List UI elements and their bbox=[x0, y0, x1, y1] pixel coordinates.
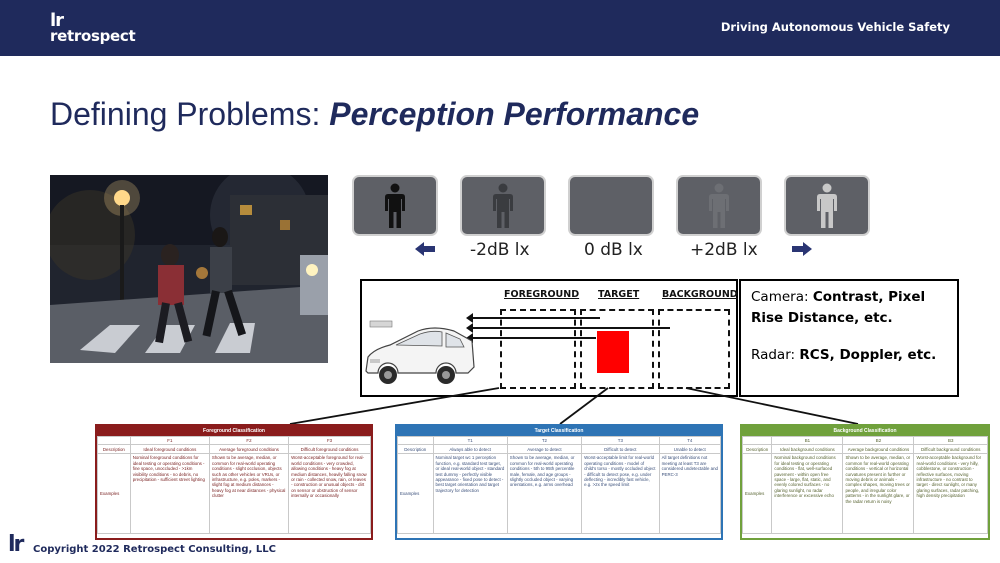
row-label: Description bbox=[397, 444, 434, 455]
footer-logo-mark: lr bbox=[8, 532, 24, 557]
row-label: Examples bbox=[397, 453, 434, 535]
target-table-title: Target Classification bbox=[397, 426, 721, 436]
pedestrian-icon bbox=[601, 183, 621, 228]
background-table-title: Background Classification bbox=[742, 426, 988, 436]
example-cell: All target definitions not meeting at le… bbox=[658, 453, 721, 535]
contrast-tile-light-figure bbox=[784, 175, 870, 236]
column-header: T3 bbox=[581, 435, 660, 446]
camera-metric-list: Contrast, Pixel Rise Distance, etc. bbox=[751, 289, 926, 326]
sensor-metrics-box: Camera: Contrast, Pixel Rise Distance, e… bbox=[739, 279, 959, 397]
target-object bbox=[597, 331, 629, 373]
contrast-tile-plus2db bbox=[676, 175, 762, 236]
description-cell: Average to detect bbox=[506, 444, 583, 455]
sensor-ray bbox=[466, 313, 600, 323]
description-cell: Difficult to detect bbox=[581, 444, 660, 455]
column-header: F1 bbox=[129, 435, 210, 446]
description-cell: Ideal foreground conditions bbox=[129, 444, 210, 455]
perception-zone-diagram: FOREGROUND TARGET BACKGROUND bbox=[360, 279, 738, 397]
arrow-right-icon bbox=[792, 242, 812, 256]
target-label: TARGET bbox=[598, 289, 640, 300]
radar-prefix: Radar: bbox=[751, 347, 800, 363]
slide-title: Defining Problems: Perception Performanc… bbox=[50, 96, 699, 133]
description-cell: Ideal background conditions bbox=[771, 444, 844, 455]
description-cell: Average foreground conditions bbox=[208, 444, 290, 455]
example-cell: Shown to be average, median, or common f… bbox=[842, 453, 915, 535]
row-label: Examples bbox=[97, 453, 131, 535]
example-cell: Nominal foreground conditions for ideal … bbox=[129, 453, 210, 535]
header-title: Driving Autonomous Vehicle Safety bbox=[720, 20, 950, 34]
slide-title-plain: Defining Problems: bbox=[50, 96, 330, 132]
contrast-tile-0db bbox=[568, 175, 654, 236]
target-zone bbox=[580, 309, 654, 389]
column-header: T2 bbox=[506, 435, 583, 446]
pedestrian-icon bbox=[817, 183, 837, 228]
copyright-notice: Copyright 2022 Retrospect Consulting, LL… bbox=[33, 544, 276, 555]
logo-mark: lr bbox=[50, 10, 64, 31]
foreground-label: FOREGROUND bbox=[504, 289, 580, 300]
description-cell: Difficult background conditions bbox=[913, 444, 988, 455]
street-scene-illustration bbox=[50, 175, 328, 363]
description-cell: Unable to detect bbox=[658, 444, 721, 455]
contrast-label-0db: 0 dB lx bbox=[584, 240, 643, 260]
sensor-ray bbox=[466, 323, 670, 333]
contrast-label-minus2db: -2dB lx bbox=[470, 240, 530, 260]
camera-metrics: Camera: Contrast, Pixel Rise Distance, e… bbox=[751, 287, 947, 329]
header-bar: lr retrospect Driving Autonomous Vehicle… bbox=[0, 0, 1000, 56]
slide-title-emphasis: Perception Performance bbox=[329, 96, 700, 132]
row-label: Examples bbox=[742, 453, 773, 535]
sensor-ray bbox=[466, 333, 596, 343]
radar-metric-list: RCS, Doppler, etc. bbox=[799, 347, 937, 363]
description-cell: Average background conditions bbox=[842, 444, 915, 455]
arrow-left-icon bbox=[415, 242, 435, 256]
column-header: B3 bbox=[913, 435, 988, 446]
example-cell: Worst-acceptable background for real-wor… bbox=[913, 453, 988, 535]
foreground-zone bbox=[500, 309, 576, 389]
contrast-label-plus2db: +2dB lx bbox=[690, 240, 758, 260]
column-header: F2 bbox=[208, 435, 290, 446]
pedestrian-icon bbox=[709, 183, 729, 228]
background-classification-table: Background Classification B1 B2 B3 Descr… bbox=[740, 424, 990, 540]
example-cell: Worst-acceptable foreground for real-wor… bbox=[288, 453, 371, 535]
description-cell: Difficult foreground conditions bbox=[288, 444, 371, 455]
foreground-table-title: Foreground Classification bbox=[97, 426, 371, 436]
column-header: B2 bbox=[842, 435, 915, 446]
foreground-classification-table: Foreground Classification F1 F2 F3 Descr… bbox=[95, 424, 373, 540]
target-classification-table: Target Classification T1 T2 T3 T4 Descri… bbox=[395, 424, 723, 540]
pedestrian-icon bbox=[493, 183, 513, 228]
camera-prefix: Camera: bbox=[751, 289, 813, 305]
night-street-photo bbox=[50, 175, 328, 363]
radar-metrics: Radar: RCS, Doppler, etc. bbox=[751, 345, 947, 366]
description-cell: Always able to detect bbox=[432, 444, 508, 455]
background-zone bbox=[658, 309, 730, 389]
row-label: Description bbox=[742, 444, 773, 455]
example-cell: Nominal target wc 1 perception function,… bbox=[432, 453, 508, 535]
column-header: F3 bbox=[288, 435, 371, 446]
column-header: T1 bbox=[432, 435, 508, 446]
ego-vehicle-icon bbox=[365, 320, 475, 384]
example-cell: Worst-acceptable limit for real-world op… bbox=[581, 453, 660, 535]
example-cell: Nominal background conditions for ideal … bbox=[771, 453, 844, 535]
logo-text: retrospect bbox=[50, 27, 136, 45]
row-label: Description bbox=[97, 444, 131, 455]
background-label: BACKGROUND bbox=[662, 289, 738, 300]
example-cell: Shown to be average, median, or common f… bbox=[208, 453, 290, 535]
contrast-tile-dark-figure bbox=[352, 175, 438, 236]
contrast-tile-minus2db bbox=[460, 175, 546, 236]
pedestrian-icon bbox=[385, 183, 405, 228]
column-header: B1 bbox=[771, 435, 844, 446]
example-cell: Shown to be average, median, or common f… bbox=[506, 453, 583, 535]
column-header: T4 bbox=[658, 435, 721, 446]
